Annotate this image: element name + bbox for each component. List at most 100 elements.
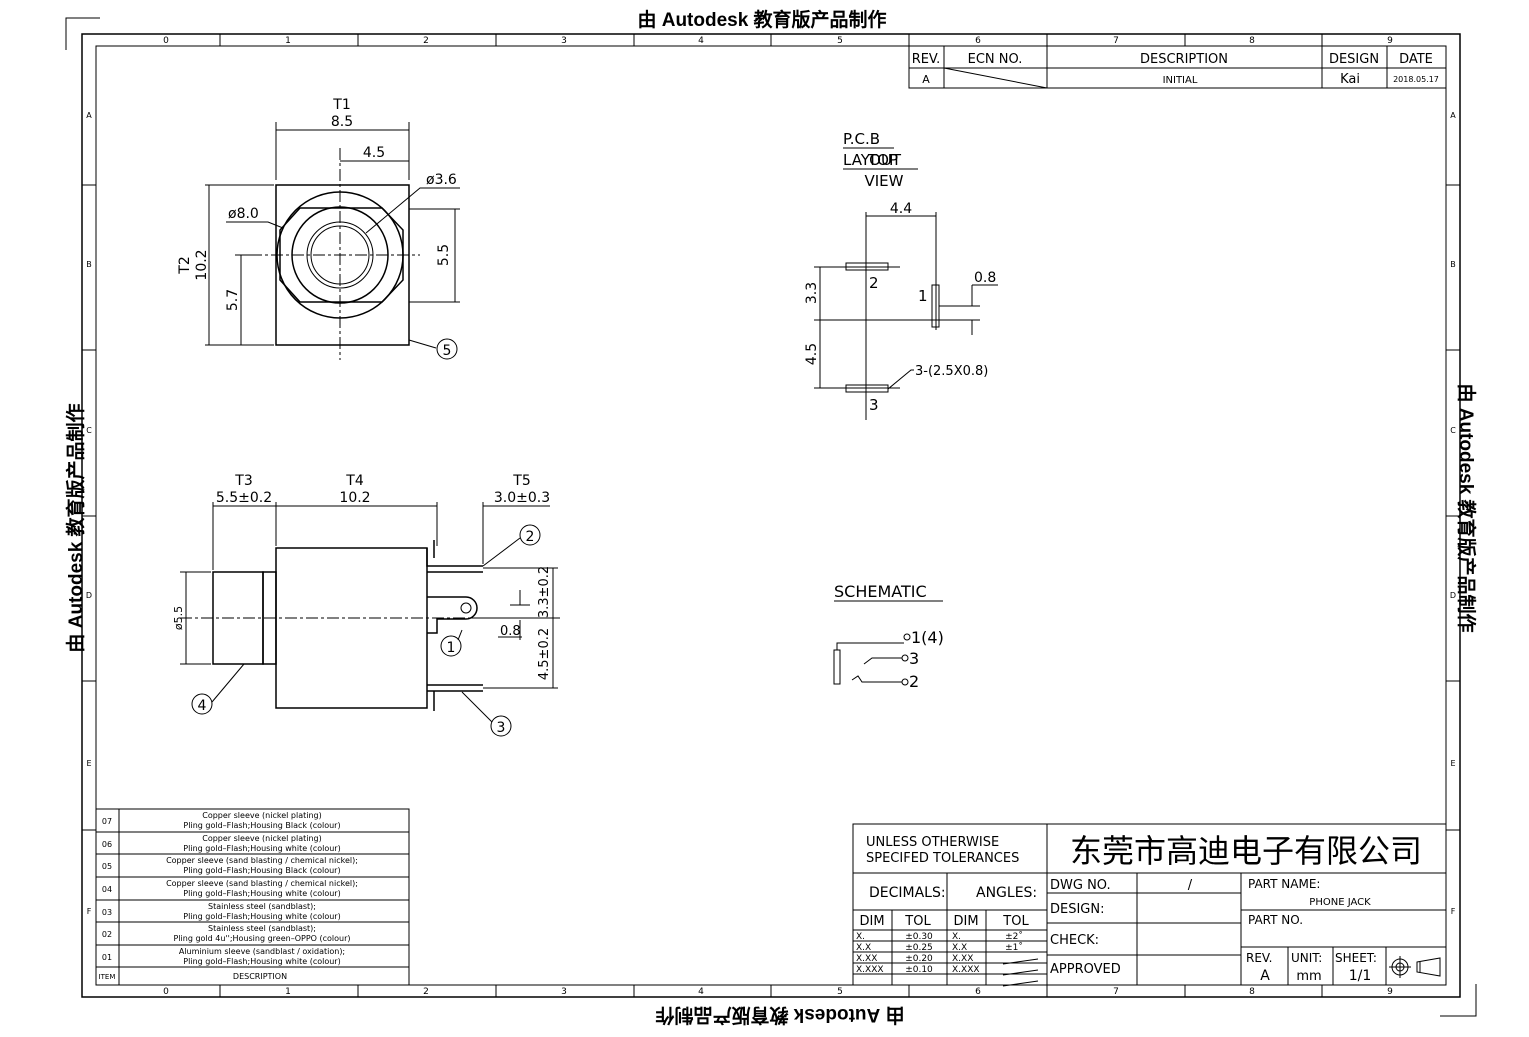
design-value: Kai: [1340, 72, 1360, 87]
schematic-title: SCHEMATIC: [834, 582, 927, 601]
decimals-label: DECIMALS:: [869, 885, 946, 901]
grid-column-ticks: [82, 34, 1460, 997]
t1-value: 8.5: [331, 114, 353, 130]
col-label: 6: [975, 987, 981, 997]
projection-symbol-icon: [1389, 956, 1441, 978]
revision-table: REV. ECN NO. DESCRIPTION DESIGN DATE A I…: [908, 45, 1447, 89]
material-item-number: 04: [102, 885, 112, 894]
down-tol-value: 4.5±0.2: [537, 628, 552, 680]
part-no-label: PART NO.: [1248, 913, 1303, 927]
callout-1-circle: [440, 635, 462, 657]
angles-label: ANGLES:: [976, 885, 1037, 901]
callout-1-number: 1: [447, 640, 456, 656]
outer-dia-value: ø8.0: [228, 206, 259, 222]
t1-label: T1: [332, 97, 350, 113]
row-label: E: [1450, 759, 1455, 768]
side-right-dims: [470, 567, 558, 689]
pin-width-value: 0.8: [500, 624, 521, 639]
row-label: C: [1450, 426, 1456, 435]
tip-line: [836, 642, 904, 650]
col-label: 5: [837, 987, 843, 997]
tolerance-title-line1: UNLESS OTHERWISE: [866, 835, 999, 850]
row-label: D: [1450, 591, 1456, 600]
callout-4-leader: [211, 663, 245, 703]
pad-width-value: 0.8: [974, 270, 996, 286]
material-item-number: 05: [102, 862, 112, 871]
callout-1-leader: [457, 629, 463, 641]
side-extension-lines: [212, 502, 484, 570]
h-lower-value: 5.7: [225, 289, 241, 311]
angle-dim: X.XXX: [952, 965, 980, 975]
material-description-line2: Pling gold–Flash;Housing white (colour): [183, 889, 340, 898]
terminal-2: [426, 540, 483, 573]
material-description-line1: Copper sleeve (sand blasting / chemical …: [166, 856, 358, 865]
watermark-left: 由 Autodesk 教育版产品制作: [64, 403, 87, 652]
material-description-line1: Stainless steel (sandblast);: [208, 924, 316, 933]
rev-value: A: [922, 73, 930, 86]
callout-5-circle: [436, 338, 458, 360]
material-item-number: 01: [102, 953, 112, 962]
h-upper-value: 5.5: [436, 244, 452, 266]
col-label: 9: [1387, 987, 1393, 997]
sheet-label: SHEET:: [1335, 951, 1377, 965]
side-view: T3 5.5±0.2 T4 10.2 T5 3.0±0.3 ø5.5 3.3±0…: [172, 473, 560, 737]
row-label: F: [1451, 907, 1456, 916]
callout-3-leader: [461, 691, 493, 723]
col-label: 8: [1249, 987, 1255, 997]
unit-label: UNIT:: [1291, 951, 1322, 965]
grid-row-labels: A B C D E F A B C D E F: [86, 111, 1456, 916]
housing-outline: [275, 184, 410, 346]
callout-3-number: 3: [497, 720, 506, 736]
callout-4-circle: [191, 693, 213, 715]
h-upper-dim: [409, 208, 460, 303]
title-block: UNLESS OTHERWISE SPECIFED TOLERANCES DEC…: [852, 823, 1447, 987]
company-name: 东莞市高迪电子有限公司: [1070, 832, 1422, 870]
side-dia-value: ø5.5: [172, 606, 185, 630]
col-label: 1: [285, 36, 291, 46]
design-header: DESIGN: [1329, 52, 1379, 67]
angle-dim: X.: [952, 932, 961, 942]
item-header: ITEM: [99, 973, 116, 981]
material-description-line1: Copper sleeve (nickel plating): [202, 834, 322, 843]
watermark-right: 由 Autodesk 教育版产品制作: [1455, 383, 1478, 632]
col-label: 9: [1387, 36, 1393, 46]
callout-2-number: 2: [526, 529, 535, 545]
h-lower-dim: [235, 254, 260, 345]
outer-dia-leader: [226, 221, 284, 229]
check-label: CHECK:: [1050, 933, 1099, 948]
description-value: INITIAL: [1163, 75, 1198, 86]
pad-spec-leader: [887, 369, 914, 390]
terminal-1-dot: [903, 633, 911, 641]
rev-label: REV.: [1246, 951, 1272, 965]
row-label: A: [86, 111, 92, 120]
decimal-dim: X.X: [856, 943, 871, 953]
side-housing: [275, 547, 428, 709]
ecn-header: ECN NO.: [968, 52, 1023, 67]
col-label: 0: [163, 36, 169, 46]
row-label: C: [86, 426, 92, 435]
col-label: 7: [1113, 36, 1119, 46]
angle-dashes: [1002, 958, 1039, 987]
material-description-line2: Pling gold–Flash;Housing white (colour): [183, 844, 340, 853]
description-header: DESCRIPTION: [233, 972, 287, 981]
t4-value: 10.2: [339, 490, 370, 506]
col-label: 8: [1249, 36, 1255, 46]
pad-width-dim: [939, 284, 998, 335]
sheet-value: 1/1: [1349, 968, 1372, 984]
t3-label: T3: [234, 473, 252, 489]
pin-2-label: 2: [869, 274, 879, 292]
watermark-top: 由 Autodesk 教育版产品制作: [637, 8, 886, 31]
schematic: SCHEMATIC 1(4) 3 2: [833, 582, 944, 691]
rev-value: A: [1260, 968, 1270, 984]
col-label: 4: [698, 987, 704, 997]
decimal-tol: ±0.30: [905, 932, 933, 942]
col-label: 6: [975, 36, 981, 46]
material-description-line1: Copper sleeve (sand blasting / chemical …: [166, 879, 358, 888]
terminal-3-dot: [901, 654, 909, 662]
terminal-1: [427, 596, 478, 634]
pcb-title-line1: P.C.B: [843, 130, 880, 148]
schematic-pin-3: 3: [909, 649, 919, 668]
material-description-line2: Pling gold 4u'';Housing green–OPPO (colo…: [174, 934, 351, 943]
angle-dim: X.XX: [952, 954, 973, 964]
